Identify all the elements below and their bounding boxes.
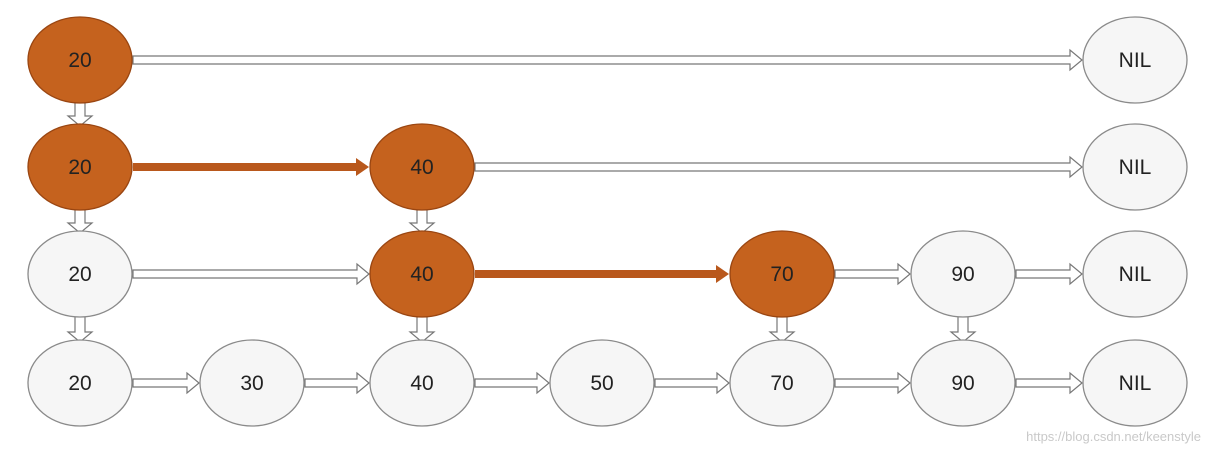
node-label: NIL — [1119, 49, 1152, 72]
node-label: 90 — [951, 263, 974, 286]
node-circle — [1082, 123, 1188, 211]
skip-list-node: 90 — [910, 339, 1016, 427]
node-circle — [549, 339, 655, 427]
node-label: 40 — [410, 263, 433, 286]
node-circle — [910, 230, 1016, 318]
hollow-arrow-down — [408, 207, 436, 234]
node-label: 40 — [410, 372, 433, 395]
link-layer — [132, 48, 1083, 395]
skip-list-node: 40 — [369, 123, 475, 211]
skip-list-node: 90 — [910, 230, 1016, 318]
node-circle — [729, 339, 835, 427]
node-label: 20 — [68, 263, 91, 286]
hollow-arrow-down — [408, 314, 436, 343]
node-label: 20 — [68, 372, 91, 395]
node-circle — [27, 16, 133, 104]
skip-list-node: 20 — [27, 339, 133, 427]
node-label: 20 — [68, 49, 91, 72]
skip-list-node: 40 — [369, 339, 475, 427]
hollow-arrow-right — [834, 371, 911, 395]
skip-list-node: 20 — [27, 16, 133, 104]
highlight-arrow-head — [716, 265, 729, 283]
skip-list-node: 70 — [729, 230, 835, 318]
hollow-arrow-down — [66, 100, 94, 127]
node-circle — [910, 339, 1016, 427]
node-label: 20 — [68, 156, 91, 179]
node-label: 50 — [590, 372, 613, 395]
node-circle — [27, 339, 133, 427]
node-circle — [1082, 230, 1188, 318]
node-label: NIL — [1119, 263, 1152, 286]
watermark-text: https://blog.csdn.net/keenstyle — [1026, 429, 1201, 444]
node-circle — [27, 230, 133, 318]
node-circle — [369, 339, 475, 427]
hollow-arrow-right — [834, 262, 911, 286]
node-label: 70 — [770, 372, 793, 395]
hollow-arrow-right — [654, 371, 730, 395]
node-label: NIL — [1119, 372, 1152, 395]
highlight-arrow — [475, 265, 729, 283]
skip-list-node: NIL — [1082, 339, 1188, 427]
hollow-arrow-right — [132, 48, 1083, 72]
hollow-arrow-down — [949, 314, 977, 343]
node-circle — [369, 230, 475, 318]
hollow-arrow-right — [474, 155, 1083, 179]
node-circle — [369, 123, 475, 211]
node-circle — [729, 230, 835, 318]
node-circle — [1082, 16, 1188, 104]
hollow-arrow-down — [768, 314, 796, 343]
node-circle — [27, 123, 133, 211]
skip-list-node: 70 — [729, 339, 835, 427]
hollow-arrow-right — [132, 371, 200, 395]
skip-list-node: 40 — [369, 230, 475, 318]
skip-list-node: NIL — [1082, 123, 1188, 211]
highlight-arrow-head — [356, 158, 369, 176]
node-label: 40 — [410, 156, 433, 179]
hollow-arrow-down — [66, 314, 94, 343]
hollow-arrow-down — [66, 207, 94, 234]
node-label: 30 — [240, 372, 263, 395]
highlight-arrow-shaft — [475, 270, 717, 278]
skip-list-node: 50 — [549, 339, 655, 427]
down-link-layer — [66, 100, 977, 343]
skip-list-node: 20 — [27, 123, 133, 211]
hollow-arrow-right — [132, 262, 370, 286]
node-label: 90 — [951, 372, 974, 395]
node-label: 70 — [770, 263, 793, 286]
node-circle — [199, 339, 305, 427]
skip-list-node: NIL — [1082, 230, 1188, 318]
skip-list-node: 30 — [199, 339, 305, 427]
highlight-arrow — [133, 158, 369, 176]
highlight-arrow-shaft — [133, 163, 357, 171]
skip-list-node: 20 — [27, 230, 133, 318]
hollow-arrow-right — [474, 371, 550, 395]
node-circle — [1082, 339, 1188, 427]
hollow-arrow-right — [304, 371, 370, 395]
node-label: NIL — [1119, 156, 1152, 179]
hollow-arrow-right — [1015, 262, 1083, 286]
hollow-arrow-right — [1015, 371, 1083, 395]
skip-list-node: NIL — [1082, 16, 1188, 104]
